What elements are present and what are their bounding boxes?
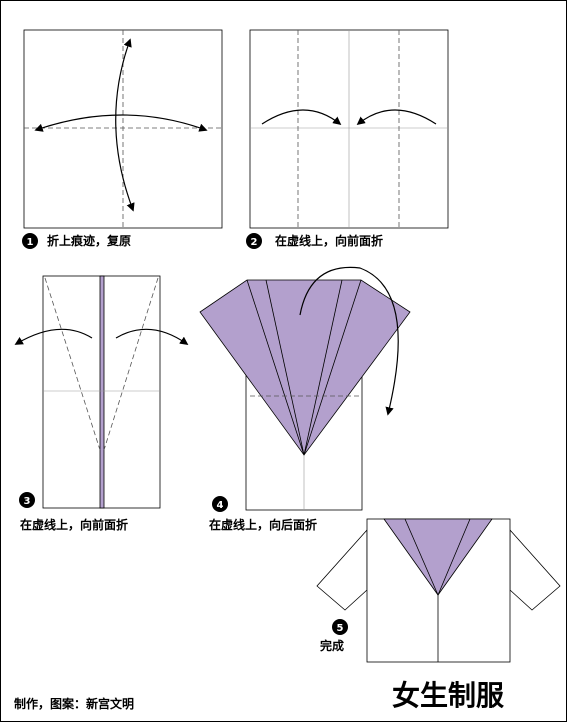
fold-arrow [115, 328, 189, 345]
page-title: 女生制服 [392, 679, 505, 712]
step-2-number: 2 [251, 237, 258, 248]
step-3-number-badge [19, 492, 35, 508]
step-1-label: 折上痕迹，复原 [47, 233, 131, 248]
step-4-number-badge [212, 496, 228, 512]
step-2-number-badge [246, 233, 262, 249]
step-4-label: 在虚线上，向后面折 [209, 517, 317, 532]
fold-arrow [261, 109, 342, 126]
step-3-figure [14, 275, 189, 509]
step-1-figure [23, 29, 223, 229]
step-3-label: 在虚线上，向前面折 [20, 517, 128, 532]
step-5-number-badge [332, 619, 348, 635]
step-5-label: 完成 [320, 638, 344, 653]
step-4-figure [199, 266, 411, 511]
fold-arrow [299, 266, 399, 416]
fold-arrow [115, 38, 135, 212]
fold-arrow [34, 114, 208, 132]
step-5-figure [316, 518, 561, 663]
step-2-label: 在虚线上，向前面折 [275, 233, 383, 248]
fold-arrow [356, 109, 437, 126]
step-3-number: 3 [24, 496, 31, 507]
step-2-figure [249, 29, 449, 229]
step-1-number-badge [22, 233, 38, 249]
fold-arrow [14, 328, 93, 345]
step-5-number: 5 [337, 623, 344, 634]
step-1-number: 1 [27, 237, 34, 248]
credit-text: 制作，图案：新宫文明 [14, 696, 134, 711]
step-4-number: 4 [217, 500, 224, 511]
